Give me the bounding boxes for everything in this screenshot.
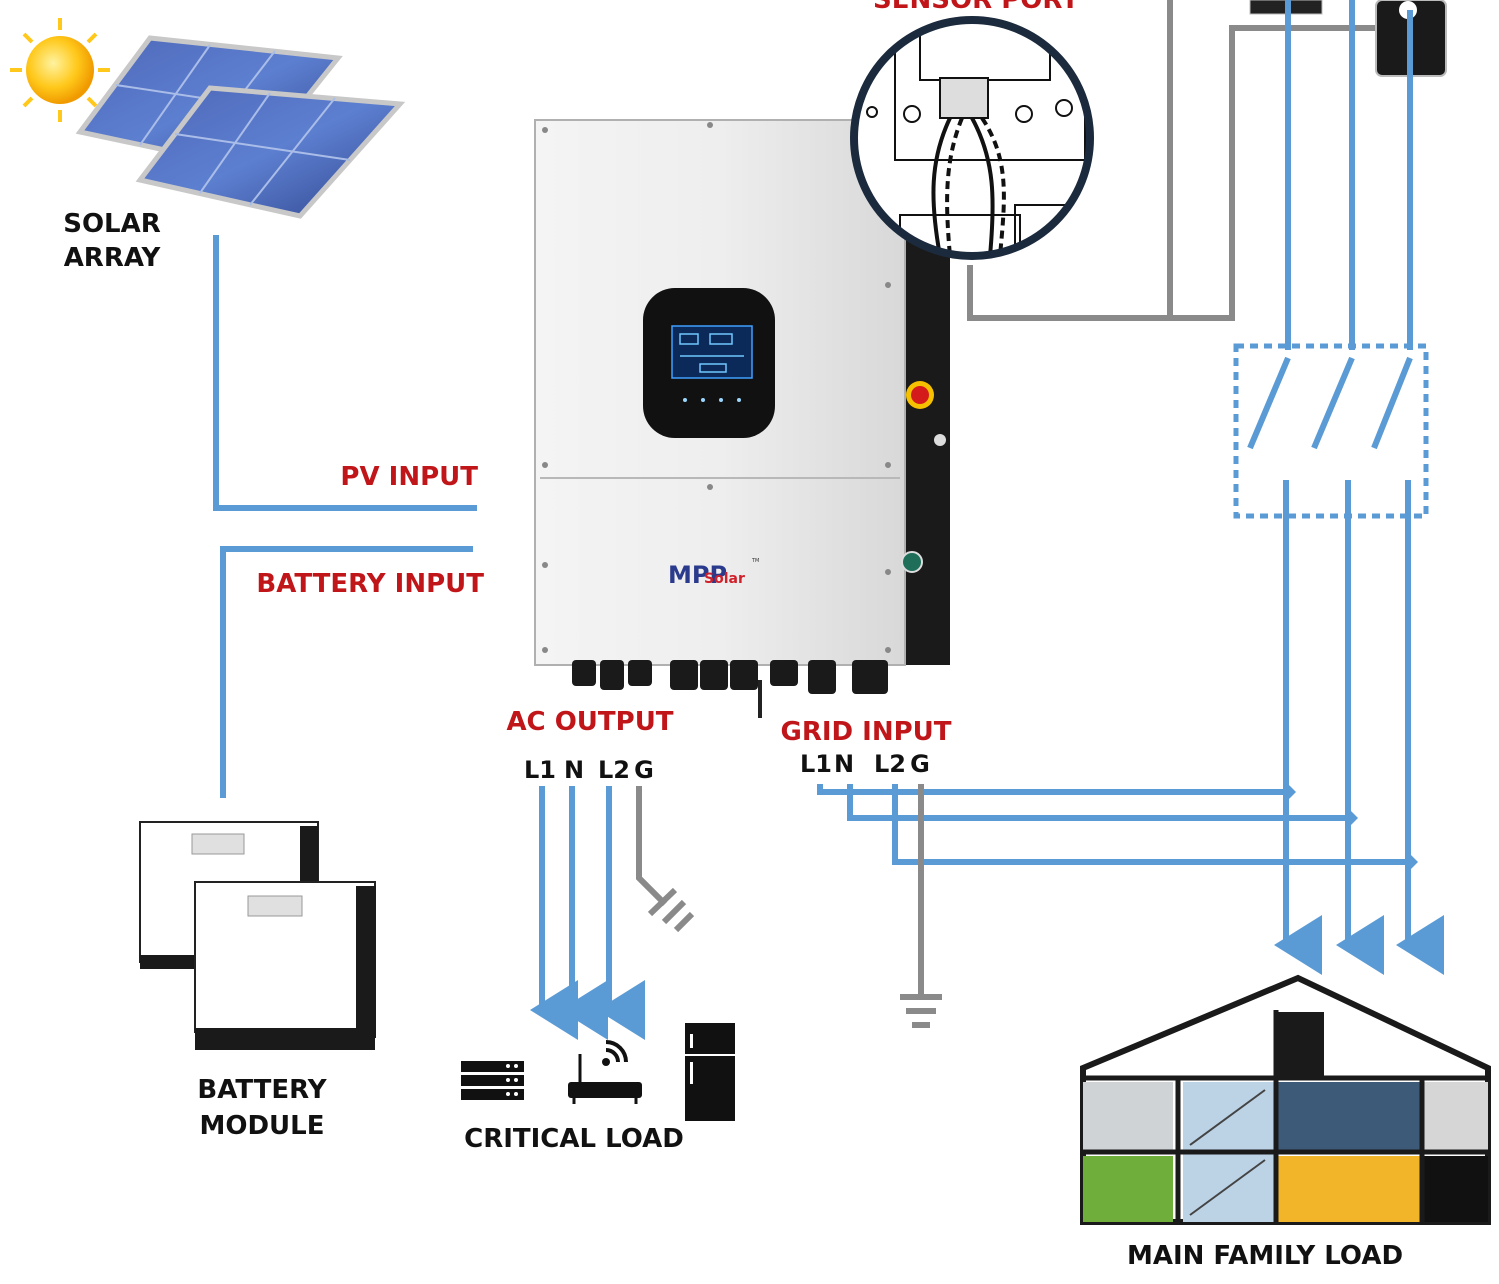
sensor-wire-1 — [967, 25, 1385, 321]
grid-wire-l2 — [892, 784, 1410, 865]
inverter-unit: MPP Solar TM — [534, 119, 950, 718]
brand-logo-solar: Solar — [704, 571, 745, 587]
brand-logo-tm: TM — [751, 558, 759, 564]
battery-module-icon — [139, 821, 376, 1050]
wifi-router-icon — [568, 1040, 642, 1104]
main-family-load-label: MAIN FAMILY LOAD — [1127, 1241, 1403, 1271]
ct-sensor-icon — [1249, 0, 1447, 77]
battery-module-label-line1: BATTERY — [197, 1075, 327, 1105]
battery-input-label: BATTERY INPUT — [256, 569, 484, 599]
ground-icon — [900, 994, 942, 1028]
grid-terminal-g: G — [910, 750, 930, 778]
grid-terminal-l1: L1 — [800, 750, 832, 778]
sensor-port-detail — [850, 16, 1094, 260]
solar-array-label-line1: SOLAR — [63, 209, 161, 239]
grid-terminal-n: N — [834, 750, 854, 778]
solar-panel-icon — [75, 35, 406, 219]
breaker-icon — [1233, 343, 1429, 519]
critical-load-label: CRITICAL LOAD — [464, 1124, 684, 1154]
grid-wire-l1 — [817, 784, 1288, 795]
sun-icon — [10, 18, 110, 122]
pv-input-label: PV INPUT — [340, 462, 478, 492]
grid-terminal-l2: L2 — [874, 750, 906, 778]
ac-wire-g — [636, 786, 668, 907]
server-icon — [461, 1061, 524, 1100]
ac-terminal-l2: L2 — [598, 756, 630, 784]
brand-logo-mpp: MPP — [668, 561, 727, 589]
ac-terminal-n: N — [564, 756, 584, 784]
pv-input-wire — [213, 235, 477, 511]
sensor-port-label: SENSOR PORT — [873, 0, 1079, 15]
ac-output-label: AC OUTPUT — [506, 707, 673, 737]
grid-input-label: GRID INPUT — [780, 717, 951, 747]
battery-input-wire — [220, 546, 473, 798]
ac-terminal-l1: L1 — [524, 756, 556, 784]
grid-wire-n — [847, 784, 1350, 821]
solar-array-label-line2: ARRAY — [64, 243, 162, 273]
house-icon — [1080, 974, 1491, 1225]
refrigerator-icon — [685, 1023, 735, 1121]
ac-terminal-g: G — [634, 756, 654, 784]
ground-icon — [647, 887, 695, 933]
battery-module-label-line2: MODULE — [200, 1111, 325, 1141]
